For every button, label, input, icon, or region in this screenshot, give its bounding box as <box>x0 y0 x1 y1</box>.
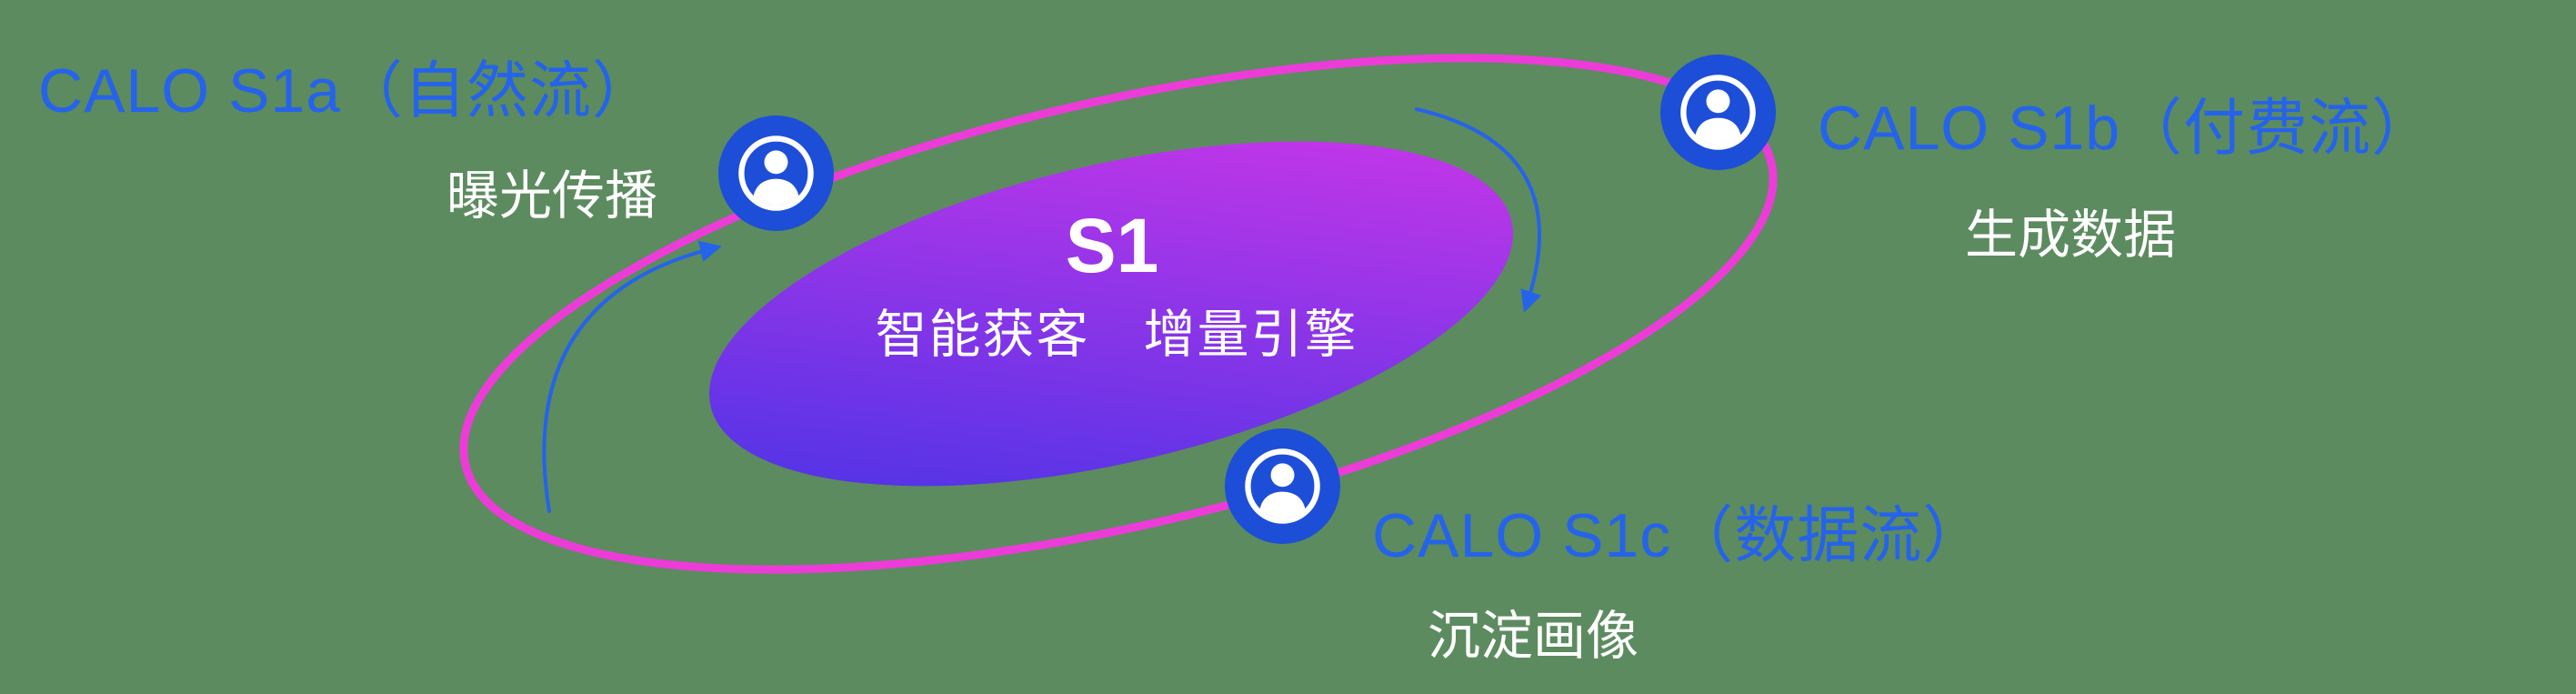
orbit-ring <box>459 54 1778 574</box>
flow-arrow-left <box>542 240 722 513</box>
core-subtitle: 智能获客 增量引擎 <box>875 306 1358 364</box>
user-icon-s1a <box>718 116 834 231</box>
node-subtitle-s1b: 生成数据 <box>1965 206 2177 265</box>
core-ellipse <box>709 141 1513 487</box>
node-title-s1a: CALO S1a（自然流） <box>38 56 656 126</box>
core-title: S1 <box>1065 203 1159 288</box>
user-icon-s1b <box>1660 55 1776 170</box>
node-title-s1c: CALO S1c（数据流） <box>1372 501 1986 570</box>
node-subtitle-s1c: 沉淀画像 <box>1428 607 1639 666</box>
flow-arrow-right <box>1415 107 1542 313</box>
node-subtitle-s1a: 曝光传播 <box>446 166 658 226</box>
user-icon-s1c <box>1225 428 1340 544</box>
node-title-s1b: CALO S1b（付费流） <box>1818 94 2435 163</box>
